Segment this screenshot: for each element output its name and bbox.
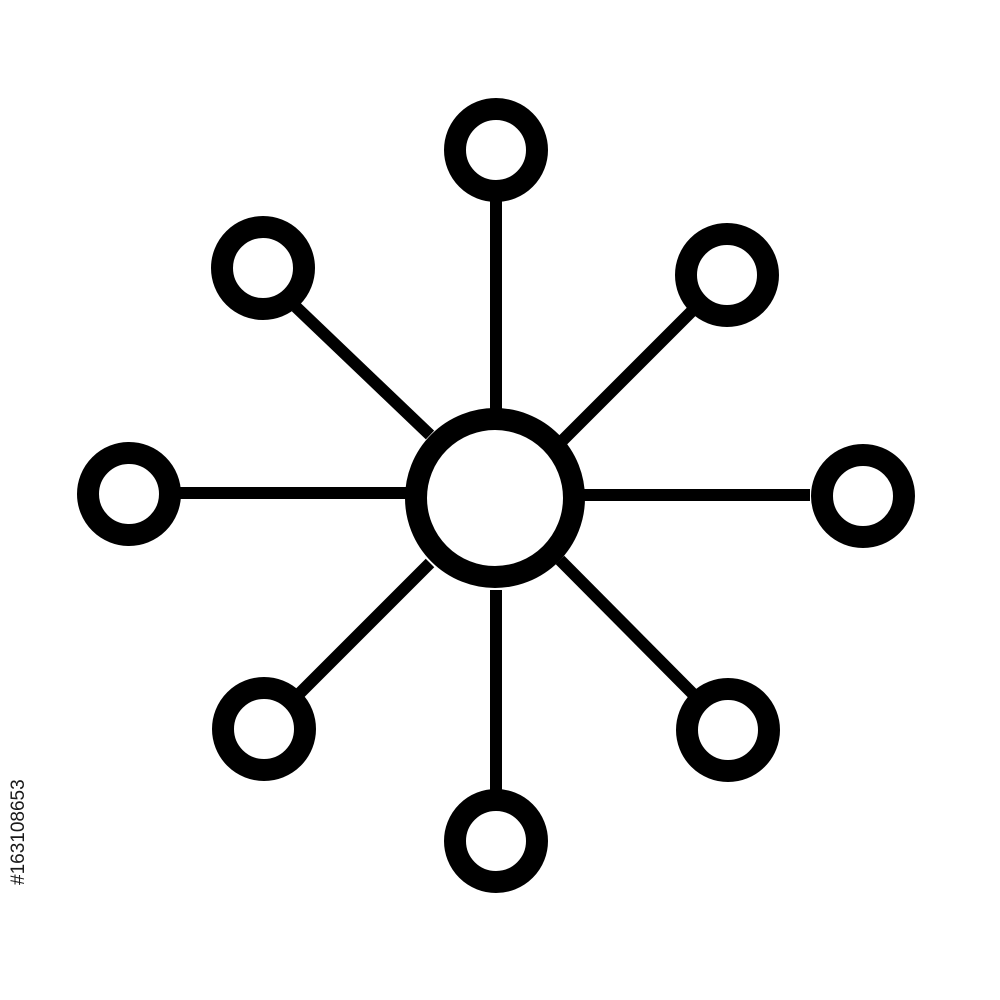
outer-nodes <box>77 98 915 893</box>
spoke-bottom-left <box>291 558 435 702</box>
node-left <box>77 442 181 546</box>
node-bottom <box>444 789 548 893</box>
node-bottom-left <box>212 677 316 781</box>
node-right <box>811 444 915 548</box>
node-top-left <box>211 216 315 320</box>
spoke-top-left <box>291 302 435 440</box>
node-bottom-right <box>676 678 780 782</box>
spoke-bottom-right <box>555 555 698 699</box>
node-top-right <box>675 223 779 327</box>
hub-node <box>405 408 585 588</box>
node-top <box>444 98 548 202</box>
spoke-top-right <box>555 306 697 448</box>
stock-id-label: #163108653 <box>8 779 29 885</box>
spokes <box>180 200 810 790</box>
